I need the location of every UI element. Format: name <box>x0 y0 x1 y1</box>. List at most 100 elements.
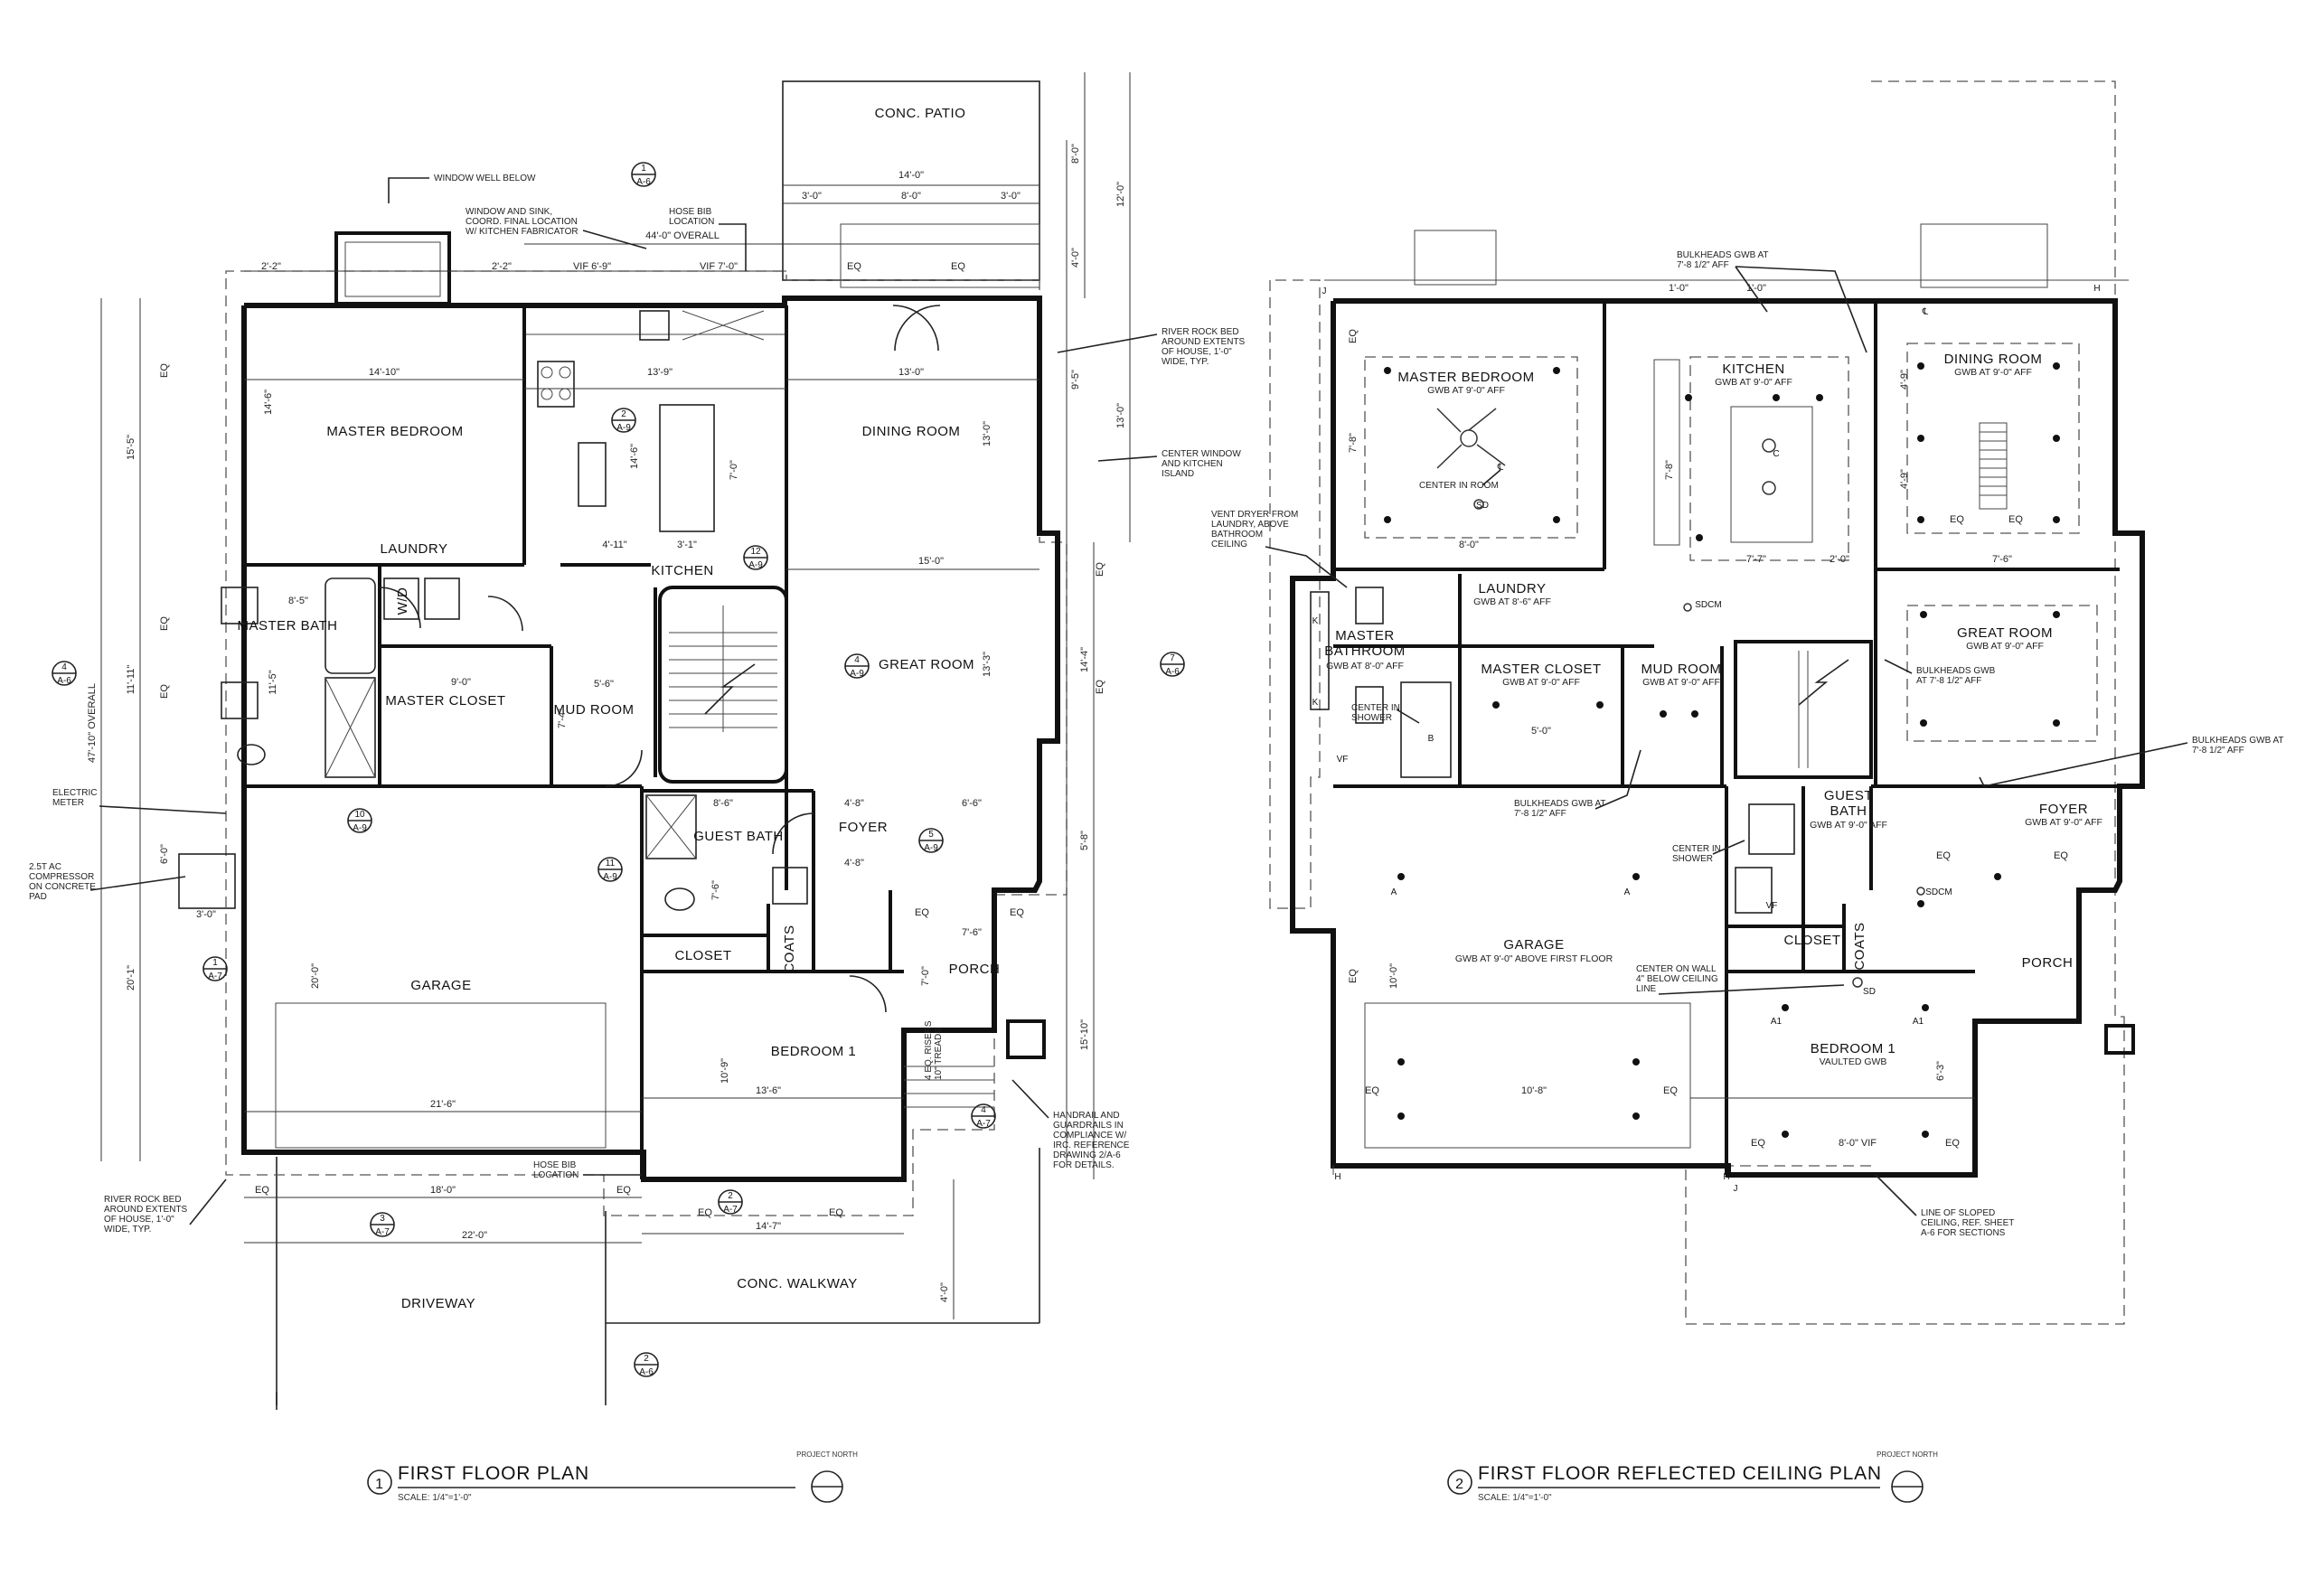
shower <box>325 677 376 778</box>
plan2-number-circle <box>1447 1469 1472 1495</box>
room-great-room: GREAT ROOM <box>879 657 974 672</box>
dim-eq-7: EQ <box>616 1185 631 1196</box>
dim-side-8-0: 8'-0" <box>1070 144 1081 164</box>
svg-text:A-9: A-9 <box>353 823 367 833</box>
rcp-dashed-right <box>1685 80 2125 1325</box>
plan1-notes: WINDOW WELL BELOW WINDOW AND SINK,COORD.… <box>29 174 1246 1235</box>
rcp-room-master-bathroom-1: MASTER <box>1335 628 1395 643</box>
rcp-note-sloped-b: CEILING, REF. SHEET <box>1921 1218 2014 1228</box>
toilet-guest <box>664 887 695 911</box>
rcp-dim-kit-7-8: 7'-8" <box>1664 460 1675 480</box>
dim-guest-7-6: 7'-6" <box>710 880 721 900</box>
note-ac-d: PAD <box>29 892 47 902</box>
note-handrail-a: HANDRAIL AND <box>1053 1111 1120 1121</box>
pendant-lights <box>1473 438 1925 988</box>
dim-eq-8: EQ <box>698 1207 712 1218</box>
dim-side-15-10: 15'-10" <box>1079 1019 1090 1050</box>
svg-text:5: 5 <box>928 830 934 840</box>
rcp-dim-gar-10-8: 10'-8" <box>1521 1085 1547 1096</box>
rcp-window-well <box>1414 230 1497 286</box>
note-handrail-e: DRAWING 2/A-6 <box>1053 1150 1121 1160</box>
rcp-window-mb <box>1310 591 1330 710</box>
dim-great-depth: 13'-3" <box>982 652 992 677</box>
svg-text:10: 10 <box>354 810 365 820</box>
dim-island-len: 7'-0" <box>729 460 739 480</box>
svg-text:7: 7 <box>1170 653 1175 663</box>
dim-mud-5-6: 5'-6" <box>594 679 614 690</box>
range-burners <box>541 366 571 400</box>
river-rock-bed-outline <box>225 270 1068 1216</box>
rcp-room-mud-room-sub: GWB AT 9'-0" AFF <box>1642 677 1720 688</box>
tag-a1-2: A1 <box>1913 1017 1924 1027</box>
note-window-sink-2: COORD. FINAL LOCATION <box>466 217 578 227</box>
ac-pad <box>178 853 236 909</box>
leader-ac <box>89 876 186 891</box>
dim-foyer-6-6: 6'-6" <box>962 798 982 809</box>
rcp-dim-eq-4: EQ <box>1663 1085 1678 1096</box>
leader-handrail <box>1011 1079 1049 1119</box>
dim-side-15-5: 15'-5" <box>126 435 136 460</box>
plan2-north-label: PROJECT NORTH <box>1877 1450 1938 1459</box>
note-electric-meter-a: ELECTRIC <box>52 788 97 798</box>
door-swing-br1 <box>849 975 887 1013</box>
rcp-dim-1-0b: 1'-0" <box>1746 283 1766 294</box>
rcp-note-vent-b: LAUNDRY, ABOVE <box>1211 520 1289 530</box>
rcp-note-vent-c: BATHROOM <box>1211 530 1263 540</box>
rcp-dim-kit-2-0: 2'-0" <box>1830 554 1849 565</box>
guest-vanity <box>772 867 808 905</box>
note-handrail-d: IRC. REFERENCE <box>1053 1141 1130 1150</box>
svg-text:A-7: A-7 <box>723 1205 738 1215</box>
note-handrail-c: COMPLIANCE W/ <box>1053 1131 1126 1141</box>
tag-h-1: H <box>1334 1172 1340 1182</box>
rcp-porch-column <box>2104 1024 2135 1055</box>
rcp-note-shower1-a: CENTER IN <box>1351 703 1400 713</box>
tag-sd-1: SD <box>1476 501 1489 511</box>
leader-hose-bib-1 <box>719 223 747 271</box>
rcp-room-closet: CLOSET <box>1783 933 1840 948</box>
range <box>537 361 575 408</box>
rcp-note-bulk-closet-a: BULKHEADS GWB AT <box>1514 799 1606 809</box>
room-mud-room: MUD ROOM <box>554 702 635 718</box>
rcp-stair-break <box>1798 659 1849 706</box>
dim-eq-6: EQ <box>255 1185 269 1196</box>
leader-window-well <box>388 177 429 203</box>
plan1-title: FIRST FLOOR PLAN <box>398 1463 589 1484</box>
tag-k-2: K <box>1312 698 1319 708</box>
svg-text:1: 1 <box>212 958 218 968</box>
rcp-room-master-bedroom: MASTER BEDROOM <box>1397 370 1534 385</box>
svg-text:A-6: A-6 <box>636 177 651 187</box>
tag-cl-1: ℄ <box>1922 307 1929 317</box>
section-marker: 1A-7 <box>202 956 228 981</box>
dim-br1-14-7: 14'-7" <box>756 1221 781 1232</box>
rcp-guest-shower <box>1748 803 1795 855</box>
room-conc-patio: CONC. PATIO <box>875 106 966 121</box>
note-center-window-c: ISLAND <box>1162 469 1194 479</box>
rcp-note-wall-b: 4" BELOW CEILING <box>1636 974 1718 984</box>
svg-text:A-9: A-9 <box>616 423 631 433</box>
tag-vf-2: VF <box>1766 901 1778 911</box>
rcp-dim-din-4-9a: 4'-9" <box>1899 370 1910 390</box>
room-bedroom-1: BEDROOM 1 <box>771 1044 857 1059</box>
tag-j-1: J <box>1322 286 1327 296</box>
rcp-guest-toilet <box>1735 867 1773 914</box>
tag-cl-2: ℄ <box>1497 463 1504 473</box>
window-well-inner <box>344 241 441 297</box>
dim-side-14-4: 14'-4" <box>1079 647 1090 672</box>
plan1-north-label: PROJECT NORTH <box>796 1450 858 1459</box>
room-closet: CLOSET <box>674 948 731 963</box>
note-river-rock-1c: OF HOUSE, 1'-0" <box>1162 347 1232 357</box>
tag-j-2: J <box>1734 1184 1738 1194</box>
dim-porch-7-6: 7'-6" <box>962 927 982 938</box>
door-swing-laundry <box>487 596 523 632</box>
section-marker: 4A-7 <box>971 1103 996 1129</box>
dim-dining-width: 13'-0" <box>898 367 924 378</box>
note-river-rock-2b: AROUND EXTENTS <box>104 1205 188 1215</box>
rcp-shower <box>1400 681 1452 778</box>
room-master-closet: MASTER CLOSET <box>385 693 505 709</box>
dim-patio-width: 14'-0" <box>898 170 924 181</box>
dim-closet-9: 9'-0" <box>451 677 471 688</box>
tag-sdcm-2: SDCM <box>1925 887 1952 897</box>
plan2-dimension-labels: 1'-0" 1'-0" 8'-0" 7'-8" 7'-7" 2'-0" 7'-8… <box>1348 283 2068 1149</box>
